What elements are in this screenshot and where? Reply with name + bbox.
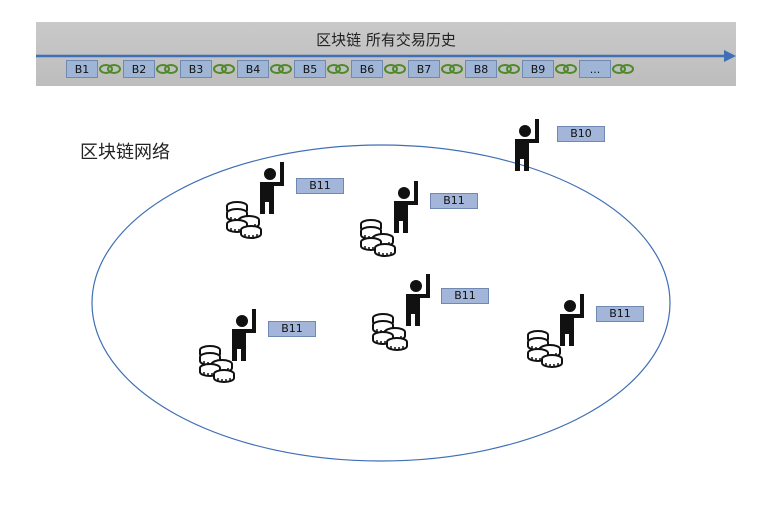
chain-arrow-head <box>724 50 736 62</box>
coins-1-icon <box>227 202 261 238</box>
miner-2-icon <box>394 181 418 233</box>
block-b5: B5 <box>294 60 326 78</box>
block-b1: B1 <box>66 60 98 78</box>
network-title: 区块链网络 <box>80 142 170 163</box>
chain-link-icon <box>555 64 577 74</box>
label-miner-2: B11 <box>430 193 478 209</box>
network-ellipse <box>91 144 671 462</box>
chain-link-icon <box>156 64 178 74</box>
label-b10: B10 <box>557 126 605 142</box>
block-ellipsis: ... <box>579 60 611 78</box>
block-b2: B2 <box>123 60 155 78</box>
block-b4: B4 <box>237 60 269 78</box>
chain-link-icon <box>327 64 349 74</box>
chain-link-icon <box>99 64 121 74</box>
label-miner-3: B11 <box>441 288 489 304</box>
miner-outside-icon <box>515 119 539 171</box>
chain-links <box>99 64 634 74</box>
chain-title: 区块链 所有交易历史 <box>316 31 456 49</box>
chain-link-icon <box>612 64 634 74</box>
chain-link-icon <box>270 64 292 74</box>
chain-link-icon <box>441 64 463 74</box>
chain-graphics <box>36 50 736 74</box>
miner-4-icon <box>232 309 256 361</box>
chain-link-icon <box>498 64 520 74</box>
coins-4-icon <box>200 346 234 382</box>
block-b3: B3 <box>180 60 212 78</box>
block-b6: B6 <box>351 60 383 78</box>
coins-5-icon <box>528 331 562 367</box>
chain-link-icon <box>384 64 406 74</box>
block-b7: B7 <box>408 60 440 78</box>
label-miner-4: B11 <box>268 321 316 337</box>
coins-2-icon <box>361 220 395 256</box>
chain-link-icon <box>213 64 235 74</box>
label-miner-5: B11 <box>596 306 644 322</box>
miner-3-icon <box>406 274 430 326</box>
block-b9: B9 <box>522 60 554 78</box>
miner-1-icon <box>260 162 284 214</box>
block-b8: B8 <box>465 60 497 78</box>
miner-5-icon <box>560 294 584 346</box>
label-miner-1: B11 <box>296 178 344 194</box>
coins-3-icon <box>373 314 407 350</box>
